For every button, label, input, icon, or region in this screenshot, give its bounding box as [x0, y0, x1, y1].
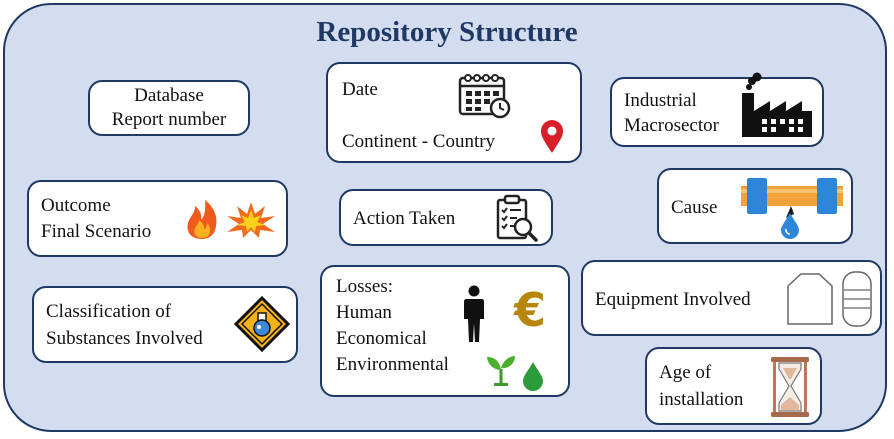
database-box: Database Report number — [88, 80, 250, 136]
diagram-title: Repository Structure — [316, 16, 578, 48]
hourglass-icon — [771, 357, 809, 417]
sprout-icon — [487, 356, 515, 386]
tank-icon — [787, 273, 833, 325]
cause-label: Cause — [671, 197, 718, 218]
calendar-icon — [458, 74, 511, 119]
fire-icon — [187, 200, 217, 239]
database-label: Database — [134, 85, 204, 106]
location-pin-icon — [541, 120, 563, 153]
hazard-flask-icon — [233, 295, 291, 353]
installation-label: installation — [659, 389, 744, 410]
human-label: Human — [336, 302, 392, 323]
outcome-label: Outcome — [41, 195, 111, 216]
clipboard-search-icon — [496, 194, 538, 242]
outcome-box: Outcome Final Scenario — [27, 180, 288, 257]
date-label: Date — [342, 79, 378, 100]
explosion-icon — [227, 202, 275, 238]
action-box: Action Taken — [339, 189, 553, 246]
water-drop-icon — [523, 362, 543, 391]
leaking-pipe-icon — [741, 178, 843, 239]
cause-box: Cause — [657, 168, 853, 244]
action-taken-label: Action Taken — [353, 208, 456, 229]
environmental-label: Environmental — [336, 354, 449, 375]
continent-country-label: Continent - Country — [342, 131, 496, 152]
industrial-box: Industrial Macrosector — [610, 72, 824, 147]
factory-icon — [742, 72, 812, 137]
classification-label: Classification of — [46, 301, 172, 322]
final-scenario-label: Final Scenario — [41, 221, 152, 242]
age-box: Age of installation — [645, 347, 822, 425]
equipment-involved-label: Equipment Involved — [595, 289, 751, 310]
person-icon — [464, 285, 484, 342]
losses-box: Losses: Human Economical Environmental € — [320, 265, 570, 397]
date-location-box: Date Continent - Country — [326, 62, 582, 163]
substances-involved-label: Substances Involved — [46, 328, 203, 349]
age-of-label: Age of — [659, 362, 712, 383]
classification-box: Classification of Substances Involved — [32, 286, 298, 363]
equipment-box: Equipment Involved — [581, 260, 882, 336]
cylinder-icon — [842, 271, 872, 327]
industrial-label: Industrial — [624, 90, 697, 111]
losses-label: Losses: — [336, 276, 393, 297]
economical-label: Economical — [336, 328, 427, 349]
macrosector-label: Macrosector — [624, 115, 719, 136]
euro-icon: € — [514, 283, 547, 337]
report-number-label: Report number — [111, 109, 227, 130]
